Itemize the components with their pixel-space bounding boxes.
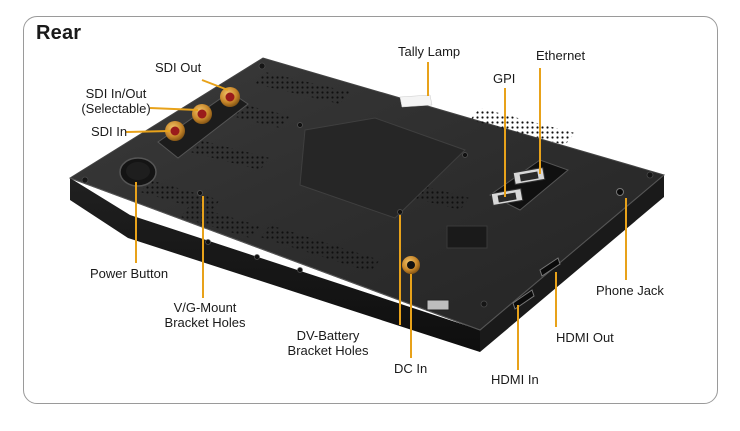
label-phone-jack: Phone Jack (596, 283, 664, 298)
label-dv-battery-line2: Bracket Holes (287, 343, 369, 358)
label-sdi-in-out-line2: (Selectable) (81, 101, 151, 116)
section-title: Rear (36, 22, 82, 44)
usb-port (426, 299, 450, 311)
hdmi-in-port (512, 289, 535, 310)
network-module (446, 159, 569, 249)
dc-in-port (402, 256, 420, 274)
center-panel (299, 117, 466, 219)
label-sdi-out: SDI Out (155, 60, 202, 75)
callout-lines (125, 62, 627, 370)
phone-jack-port (616, 188, 624, 196)
sdi-in-out-line (149, 107, 199, 111)
label-hdmi-in: HDMI In (491, 372, 539, 387)
label-hdmi-out: HDMI Out (556, 330, 614, 345)
label-tally-lamp: Tally Lamp (398, 44, 461, 59)
power-button (119, 157, 157, 187)
sdi-in-line (125, 130, 171, 133)
label-gpi: GPI (493, 71, 516, 86)
bracket-holes (197, 122, 468, 273)
tally-lamp (399, 94, 433, 108)
label-vg-mount: V/G-Mount Bracket Holes (157, 300, 253, 330)
label-dv-battery-line1: DV-Battery (296, 328, 360, 343)
label-dv-battery: DV-Battery Bracket Holes (280, 328, 376, 358)
corner-screws (81, 62, 654, 308)
label-sdi-in-out-line1: SDI In/Out (85, 86, 147, 101)
label-vg-mount-line1: V/G-Mount (173, 300, 237, 315)
sdi-out-line (201, 79, 229, 91)
label-sdi-in: SDI In (91, 124, 128, 139)
label-sdi-in-out: SDI In/Out (Selectable) (80, 86, 152, 116)
label-power-button: Power Button (90, 266, 169, 281)
hdmi-out-port (539, 257, 561, 277)
label-vg-mount-line2: Bracket Holes (164, 315, 246, 330)
label-dc-in: DC In (394, 361, 428, 376)
label-ethernet: Ethernet (536, 48, 586, 63)
